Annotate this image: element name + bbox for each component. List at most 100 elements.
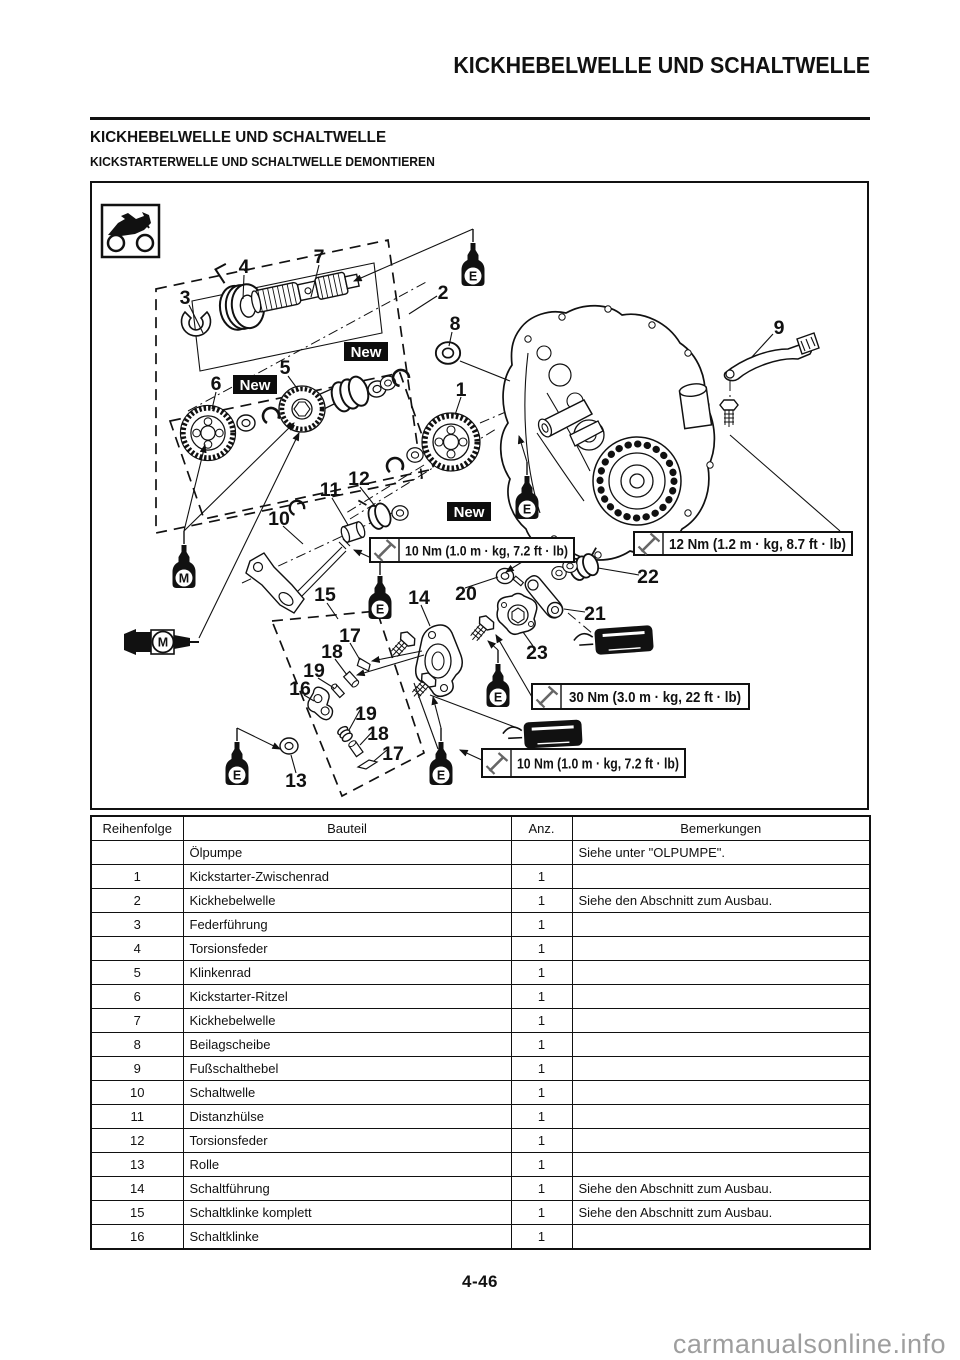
part-callout-5: 5 [280,357,291,379]
part-callout-14: 14 [408,587,430,609]
subsection-title: KICKSTARTERWELLE UND SCHALTWELLE DEMONTI… [90,155,435,169]
order-cell: 5 [90,960,184,985]
part-callout-2: 2 [438,282,449,304]
qty-cell: 1 [510,1128,573,1153]
qty-cell: 1 [510,1200,573,1225]
part-callout-12: 12 [348,468,370,490]
part-callout-20: 20 [455,583,477,605]
remarks-cell [571,1008,871,1033]
qty-cell: 1 [510,888,573,913]
engine-oil-mark-6: E [428,727,454,786]
remarks-cell [571,1224,871,1250]
remarks-cell [571,912,871,937]
remarks-cell: Siehe den Abschnitt zum Ausbau. [571,1176,871,1201]
order-cell: 7 [90,1008,184,1033]
section-title: KICKHEBELWELLE UND SCHALTWELLE [90,129,387,146]
part-cell: Fußschalthebel [182,1056,512,1081]
part-cell: Federführung [182,912,512,937]
part-callout-11: 11 [320,479,341,501]
order-cell: 14 [90,1176,184,1201]
order-cell: 10 [90,1080,184,1105]
part-callout-21: 21 [584,603,606,625]
part-cell: Schaltführung [182,1176,512,1201]
order-cell: 4 [90,936,184,961]
remarks-cell [571,960,871,985]
part-cell: Beilagscheibe [182,1032,512,1057]
new-part-label-2: New [233,375,277,394]
remarks-cell: Siehe den Abschnitt zum Ausbau. [571,888,871,913]
part-callout-7: 7 [314,246,325,268]
motorcycle-icon [100,203,161,259]
engine-oil-mark-1: E [460,228,486,287]
engine-oil-mark-5: E [224,727,250,786]
part-callout-18: 18 [321,641,343,663]
svg-text:E: E [469,270,477,284]
part-callout-9: 9 [774,317,785,339]
torque-spec-label: 12 Nm (1.2 m · kg, 8.7 ft · lb) [669,536,846,553]
part-callout-13: 13 [285,770,307,792]
part-callout-6: 6 [211,373,222,395]
part-cell: Rolle [182,1152,512,1177]
torque-spec-label: 10 Nm (1.0 m · kg, 7.2 ft · lb) [517,756,679,773]
header-divider [90,117,870,120]
part-callout-1: 1 [456,379,467,401]
remarks-cell [571,864,871,889]
order-cell: 1 [90,864,184,889]
svg-text:E: E [494,691,502,705]
part-callout-17: 17 [382,743,404,765]
part-callout-22: 22 [637,566,659,588]
new-part-label-3: New [447,502,491,521]
qty-cell: 1 [510,1008,573,1033]
torque-spec-label: 30 Nm (3.0 m · kg, 22 ft · lb) [569,689,741,706]
remarks-cell [571,936,871,961]
order-cell: 9 [90,1056,184,1081]
kick-gear-group-drawing [180,341,480,479]
part-cell: Kickstarter-Zwischenrad [182,864,512,889]
grease-mark-7: M [171,530,197,589]
order-cell: 3 [90,912,184,937]
parts-table-header-row: Reihenfolge Bauteil Anz. Bemerkungen [90,815,871,841]
qty-cell: 1 [510,864,573,889]
part-cell: Torsionsfeder [182,1128,512,1153]
qty-cell: 1 [510,1104,573,1129]
order-cell: 8 [90,1032,184,1057]
torque-spec-box-1: 10 Nm (1.0 m · kg, 7.2 ft · lb) [369,537,575,563]
part-cell: Kickstarter-Ritzel [182,984,512,1009]
remarks-cell: Siehe unter "OLPUMPE". [571,840,871,865]
order-cell: 2 [90,888,184,913]
torque-spec-box-2: 12 Nm (1.2 m · kg, 8.7 ft · lb) [633,531,853,556]
kick-pedal-drawing [719,332,820,428]
part-cell: Kickhebelwelle [182,1008,512,1033]
qty-cell: 1 [510,1080,573,1105]
page-header-title: KICKHEBELWELLE UND SCHALTWELLE [453,52,870,78]
order-cell: 16 [90,1224,184,1250]
new-part-label-1: New [344,342,388,361]
order-cell: 15 [90,1200,184,1225]
svg-text:M: M [179,572,189,586]
remarks-cell: Siehe den Abschnitt zum Ausbau. [571,1200,871,1225]
torque-spec-box-4: 10 Nm (1.0 m · kg, 7.2 ft · lb) [481,748,686,778]
remarks-cell [571,1032,871,1057]
crankcase-drawing [499,304,716,561]
part-callout-17: 17 [339,625,361,647]
svg-text:New: New [240,377,271,394]
part-callout-23: 23 [526,642,548,664]
shift-pawl-group-drawing [279,657,379,770]
shift-shaft-group-drawing [245,497,409,614]
part-callout-10: 10 [268,508,290,530]
page-number: 4-46 [461,1272,499,1291]
part-callout-15: 15 [314,584,336,606]
order-cell [90,840,184,865]
part-cell: Klinkenrad [182,960,512,985]
